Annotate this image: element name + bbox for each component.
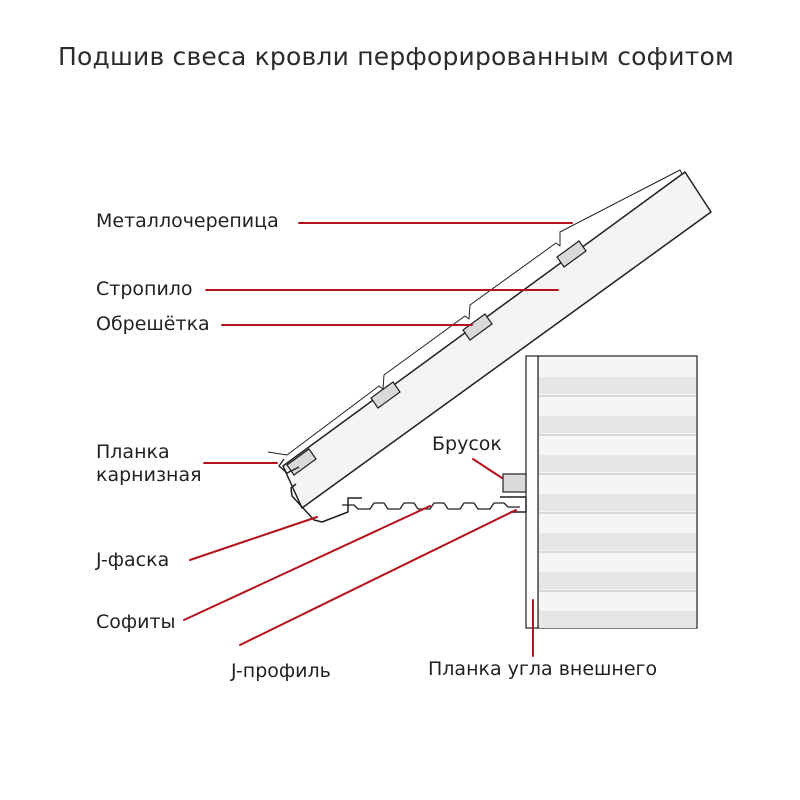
leader-soffits: [183, 505, 431, 621]
leader-block: [472, 458, 503, 479]
eave-strip: [278, 458, 300, 474]
soffit-panels: [342, 502, 520, 510]
siding-joints: [539, 395, 696, 592]
page-title: Подшив свеса кровли перфорированным софи…: [57, 42, 735, 71]
label-metal-tile: Металлочерепица: [96, 210, 279, 232]
label-rafter: Стропило: [96, 278, 193, 300]
label-j-chamfer: J-фаска: [96, 549, 170, 571]
batten: [556, 240, 587, 268]
block: [502, 473, 527, 493]
j-profile: [500, 496, 527, 513]
batten: [462, 313, 493, 341]
batten: [370, 381, 401, 409]
label-batten: Обрешётка: [96, 313, 210, 335]
label-eave-strip-line2: карнизная: [96, 464, 202, 486]
wall-siding: [537, 355, 698, 629]
rafter: [282, 171, 712, 509]
outer-corner-strip: [525, 355, 539, 629]
label-soffits: Софиты: [96, 611, 176, 633]
label-eave-strip: Планка карнизная: [96, 441, 256, 487]
j-chamfer: [290, 483, 362, 523]
label-eave-strip-line1: Планка: [96, 441, 170, 463]
leader-j-profile: [239, 509, 517, 646]
leader-lines: [183, 222, 573, 657]
battens: [286, 240, 587, 476]
siding-panels: [539, 377, 696, 628]
batten: [286, 448, 317, 476]
label-outer-corner-strip: Планка угла внешнего: [428, 658, 658, 680]
leader-j-chamfer: [189, 516, 318, 561]
label-j-profile: J-профиль: [231, 660, 331, 682]
metal-roof-tile: [267, 169, 683, 456]
label-block: Брусок: [432, 433, 502, 455]
